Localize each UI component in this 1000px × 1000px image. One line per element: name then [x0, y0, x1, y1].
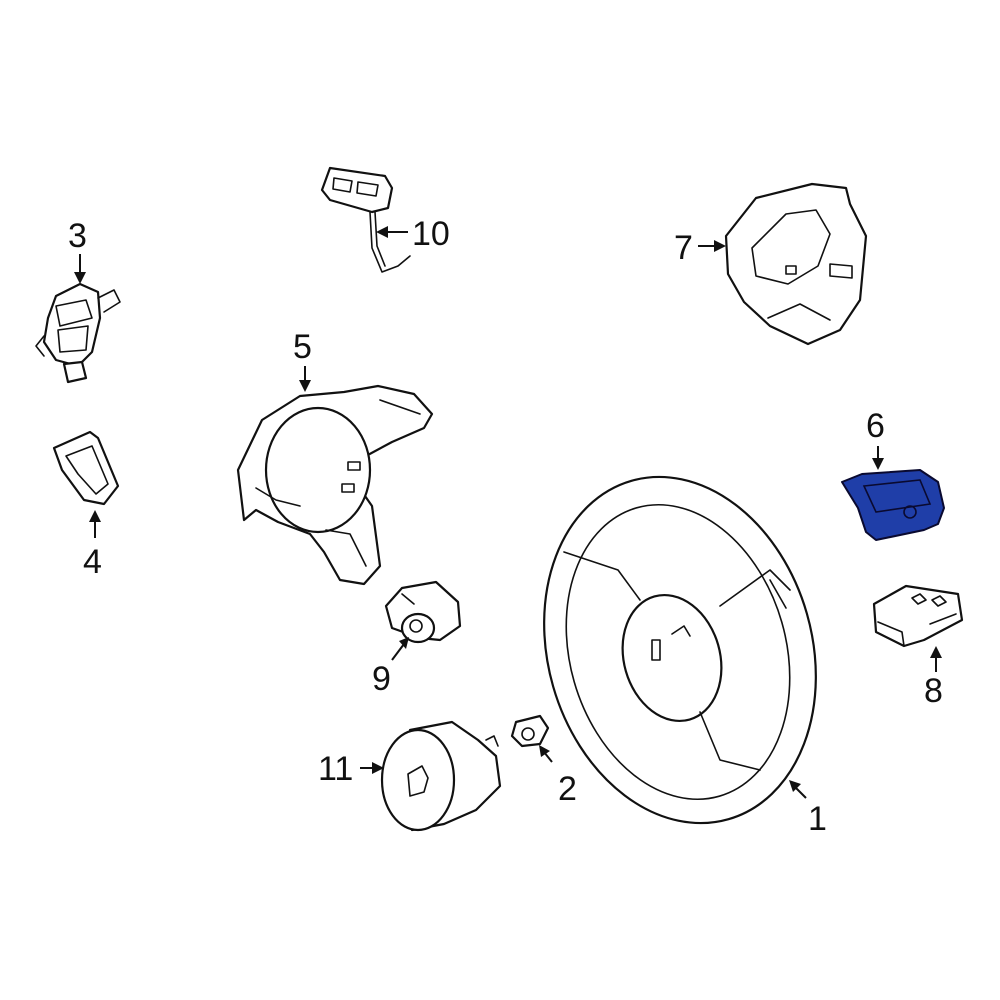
callout-label-10: 10 — [412, 215, 450, 253]
callout-label-6: 6 — [866, 407, 885, 445]
part-8-connector[interactable] — [872, 584, 964, 648]
callout-label-3: 3 — [68, 217, 87, 255]
callout-8: 8 — [924, 646, 943, 710]
callout-label-2: 2 — [558, 770, 577, 808]
callout-10: 10 — [376, 215, 450, 253]
part-3-bracket[interactable] — [35, 282, 121, 384]
part-1-steering-wheel[interactable] — [505, 444, 856, 855]
callout-label-4: 4 — [83, 543, 102, 581]
part-7-rear-cover[interactable] — [724, 182, 868, 346]
callout-label-9: 9 — [372, 660, 391, 698]
part-10-switch-with-cable[interactable] — [320, 166, 411, 273]
callout-2: 2 — [539, 745, 577, 808]
callout-11: 11 — [318, 750, 384, 788]
part-5-wheel-trim-cover[interactable] — [236, 384, 434, 586]
callout-3: 3 — [68, 217, 87, 284]
callout-4: 4 — [83, 510, 102, 581]
part-2-bolt[interactable] — [510, 714, 550, 748]
callout-label-7: 7 — [674, 229, 693, 267]
callout-label-8: 8 — [924, 672, 943, 710]
callout-9: 9 — [372, 637, 409, 698]
callout-label-5: 5 — [293, 328, 312, 366]
callout-label-11: 11 — [318, 750, 353, 788]
callout-6: 6 — [866, 407, 885, 470]
callout-1: 1 — [789, 780, 827, 838]
part-4-trim-cover[interactable] — [52, 430, 120, 506]
part-11-airbag-module[interactable] — [380, 720, 502, 832]
part-6-switch-highlighted[interactable] — [841, 469, 945, 541]
part-9-sensor[interactable] — [384, 580, 462, 644]
callout-5: 5 — [293, 328, 312, 392]
callout-7: 7 — [674, 229, 726, 267]
callout-label-1: 1 — [808, 800, 827, 838]
